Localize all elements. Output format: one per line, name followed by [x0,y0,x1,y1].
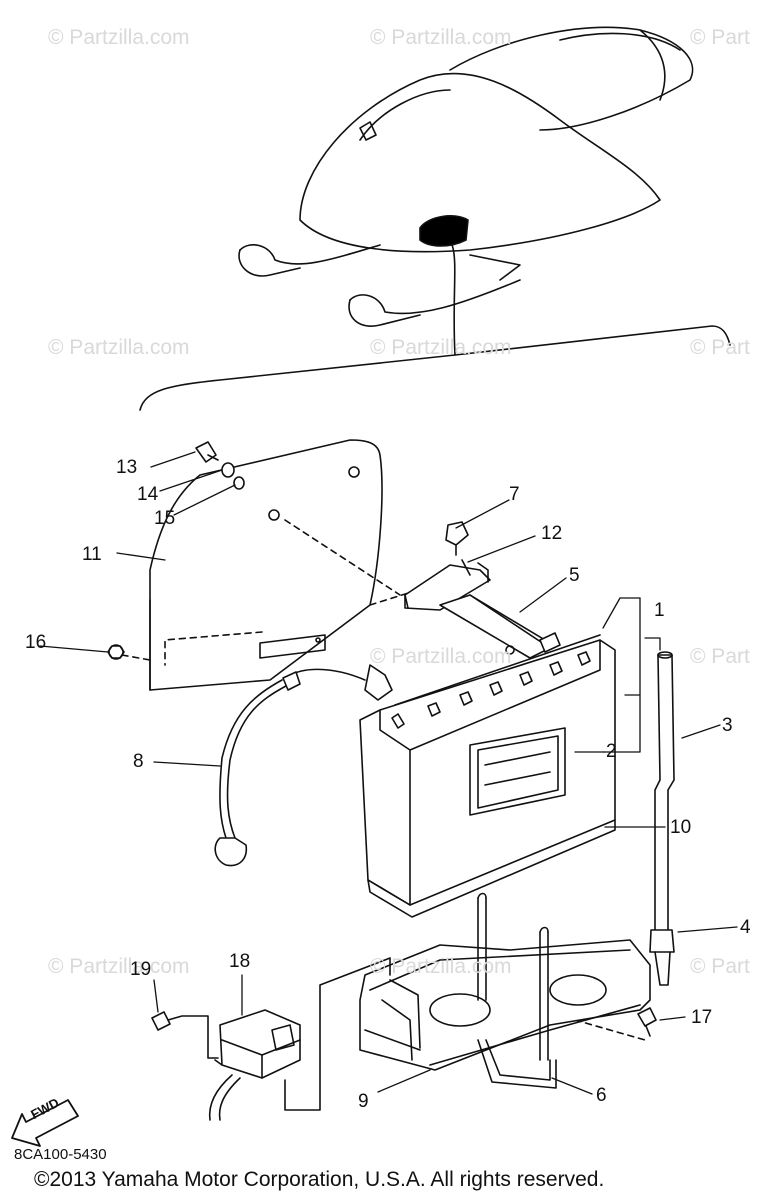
watermark: © Part [690,336,750,359]
cover-screw-hardware [196,442,244,489]
starter-relay [210,1010,300,1120]
callout-2: 2 [606,741,617,762]
callout-leaders [40,452,737,1094]
callout-1: 1 [654,600,665,621]
watermark: © Partzilla.com [48,26,190,49]
bolt-17 [638,1008,656,1036]
breather-hose [650,652,674,985]
watermark: © Partzilla.com [370,645,512,668]
callout-15: 15 [154,508,176,529]
callout-18: 18 [229,951,251,972]
callout-8: 8 [133,751,144,772]
watermark: © Part [690,26,750,49]
nut-16 [108,645,124,659]
callout-13: 13 [116,457,138,478]
callout-6: 6 [596,1085,607,1106]
callout-7: 7 [509,484,520,505]
snowmobile-overview [239,27,693,355]
callout-3: 3 [722,715,733,736]
detail-bracket [140,326,730,410]
battery-holder [478,894,556,1089]
battery-lead-wire [215,665,392,866]
diagram-code: 8CA100-5430 [14,1146,107,1163]
callout-12: 12 [541,523,563,544]
relay-bracket-line [285,958,390,1110]
watermark: © Partzilla.com [48,955,190,978]
callout-14: 14 [137,484,159,505]
relay-leader [183,1016,218,1058]
battery-band [405,560,490,610]
battery-cover-plate [150,440,382,690]
battery [360,633,615,917]
watermark: © Partzilla.com [48,336,190,359]
callout-9: 9 [358,1091,369,1112]
copyright-text: ©2013 Yamaha Motor Corporation, U.S.A. A… [34,1168,605,1191]
callout-5: 5 [569,565,580,586]
watermark: © Part [690,955,750,978]
callout-16: 16 [25,632,47,653]
watermark: © Partzilla.com [370,336,512,359]
watermark: © Partzilla.com [370,26,512,49]
battery-box [360,940,650,1070]
callout-17: 17 [691,1007,713,1028]
callout-11: 11 [82,544,102,565]
callout-19: 19 [130,959,152,980]
watermark: © Part [690,645,750,668]
callout-4: 4 [740,917,751,938]
screw-19 [152,1012,182,1030]
nut-7 [446,522,468,555]
watermark: © Partzilla.com [370,955,512,978]
fwd-arrow-icon [8,1086,86,1148]
callout-10: 10 [670,817,692,838]
